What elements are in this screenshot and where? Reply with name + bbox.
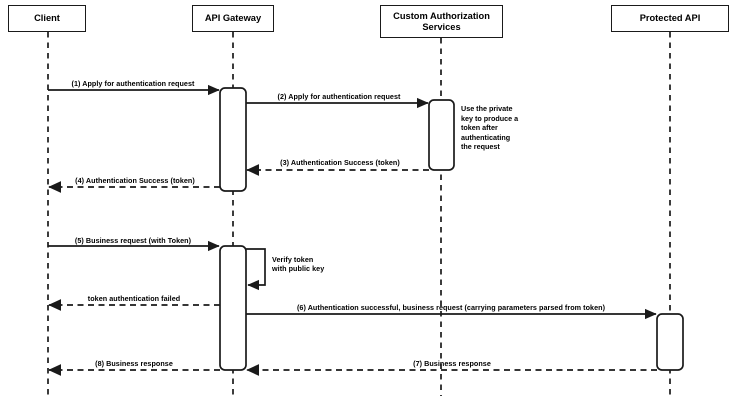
message-label-7: (7) Business response <box>413 359 491 368</box>
participant-box-client[interactable]: Client <box>8 5 86 32</box>
message-arrow-self-verify <box>246 248 266 291</box>
message-label-6: (6) Authentication successful, business … <box>296 303 606 312</box>
message-arrows <box>48 84 657 376</box>
message-label-5: (5) Business request (with Token) <box>74 236 192 245</box>
note-cas-private-key: Use the private key to produce a token a… <box>461 104 519 152</box>
message-label-self-verify: Verify token with public key <box>272 255 325 273</box>
activation-bar-cas-auth <box>428 99 455 171</box>
participant-label-client: Client <box>34 13 60 23</box>
participant-label-api: Protected API <box>639 13 701 23</box>
lifelines <box>47 32 671 396</box>
participant-box-gateway[interactable]: API Gateway <box>192 5 274 32</box>
participant-label-gateway: API Gateway <box>204 13 262 23</box>
message-label-3: (3) Authentication Success (token) <box>280 158 400 167</box>
activation-bar-gateway-business <box>219 245 247 371</box>
activation-bar-api-business <box>656 313 684 371</box>
message-label-4: (4) Authentication Success (token) <box>75 176 195 185</box>
participant-box-cas[interactable]: Custom Authorization Services <box>380 5 503 38</box>
participant-box-api[interactable]: Protected API <box>611 5 729 32</box>
participant-label-cas: Custom Authorization Services <box>393 10 490 32</box>
message-label-8: (8) Business response <box>95 359 173 368</box>
message-label-1: (1) Apply for authentication request <box>71 79 195 88</box>
message-label-2: (2) Apply for authentication request <box>277 92 401 101</box>
activation-bar-gateway-auth <box>219 87 247 192</box>
message-label-token-auth-failed: token authentication failed <box>87 294 181 303</box>
activation-bars <box>219 87 684 371</box>
